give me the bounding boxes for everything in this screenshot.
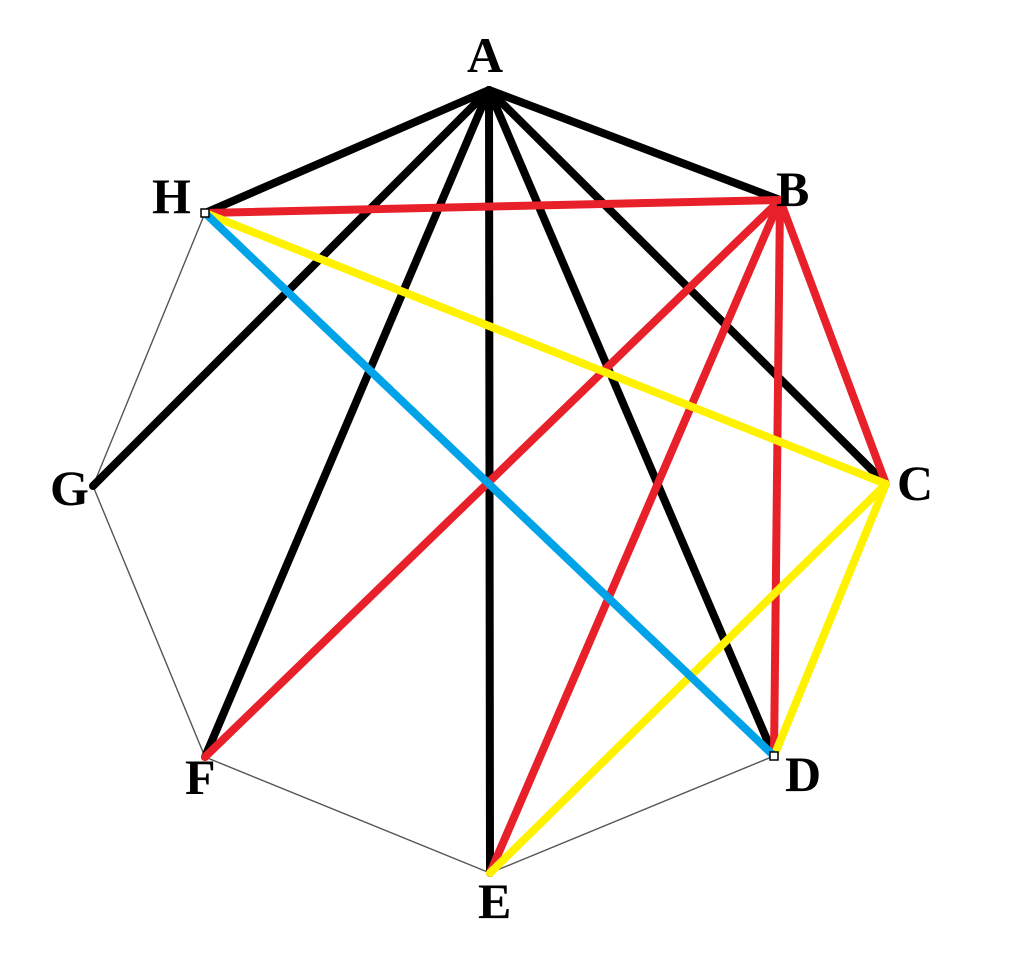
edge-g-h	[92, 212, 206, 487]
vertex-marker-d	[769, 751, 779, 761]
edges-layer	[89, 86, 890, 877]
vertex-label-f: F	[185, 749, 216, 805]
vertex-label-h: H	[152, 168, 191, 224]
edge-c-d	[770, 480, 890, 760]
edge-h-d	[201, 209, 778, 760]
edge-h-b	[201, 196, 784, 217]
edge-d-e	[489, 755, 775, 874]
vertex-marker-h	[200, 208, 210, 218]
vertex-label-d: D	[785, 746, 821, 802]
vertex-label-b: B	[776, 161, 809, 217]
vertex-markers-layer	[200, 208, 779, 761]
edge-h-c	[201, 209, 890, 488]
edge-b-e	[486, 196, 784, 877]
edge-a-f	[201, 86, 493, 761]
edge-a-h	[201, 86, 493, 217]
vertex-label-a: A	[467, 27, 503, 83]
edge-a-g	[89, 86, 493, 490]
vertex-label-c: C	[897, 455, 933, 511]
edge-b-d	[770, 196, 784, 760]
edge-e-f	[204, 756, 491, 874]
edge-a-b	[485, 86, 784, 204]
vertex-label-e: E	[478, 873, 511, 929]
vertex-label-g: G	[50, 460, 89, 516]
edge-b-f	[201, 196, 784, 761]
vertex-labels-layer: A B C D E F G H	[50, 27, 933, 929]
edge-b-c	[776, 196, 890, 488]
edge-f-g	[92, 485, 206, 758]
